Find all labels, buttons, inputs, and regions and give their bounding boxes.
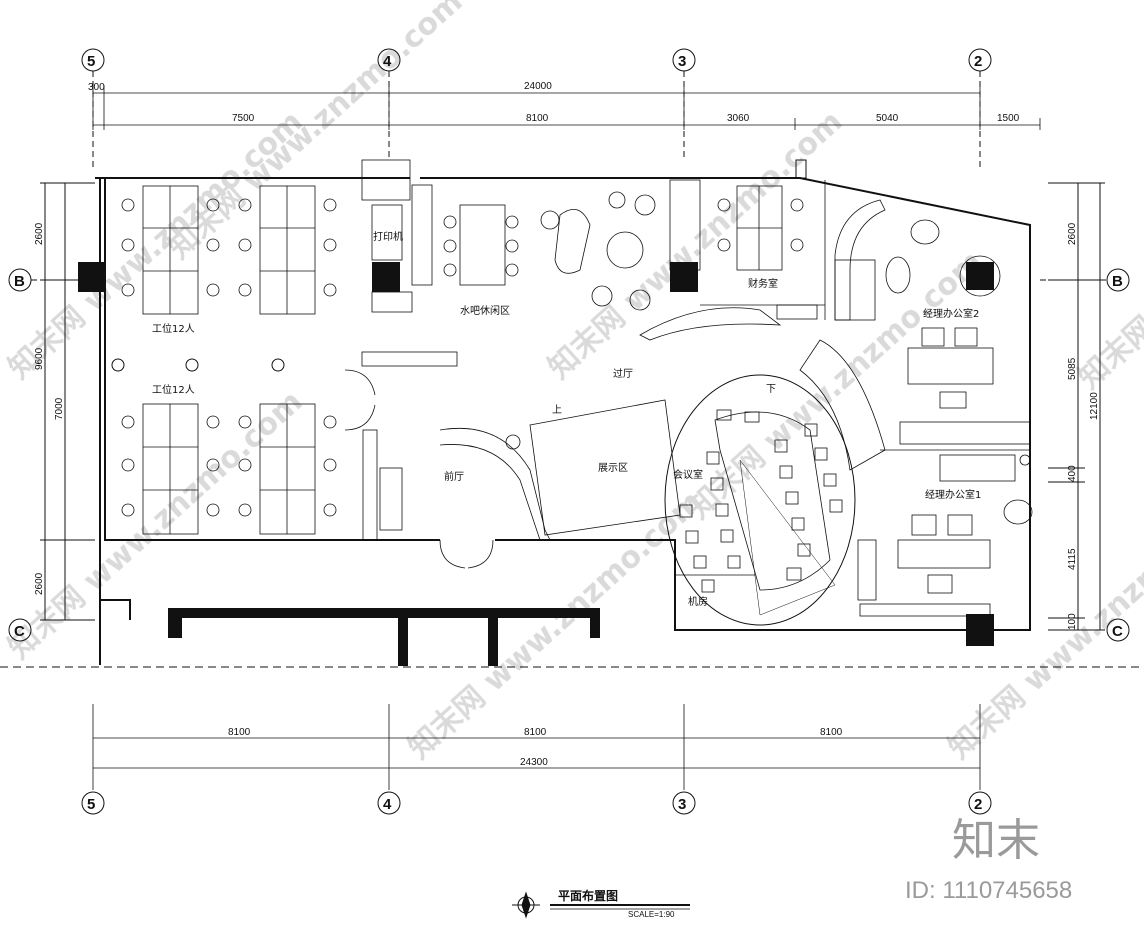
axis-label-bottom: 2 [974, 796, 982, 813]
dimension-top-offset: 300 [88, 82, 105, 93]
printer-area [361, 159, 458, 367]
room-label-finance: 财务室 [748, 277, 778, 290]
room-label-manager-office-1: 经理办公室1 [925, 488, 981, 501]
watermark-text: 知末网 www.znzmo.com [402, 484, 709, 766]
stair-label-down: 下 [766, 384, 776, 395]
dimension-left-total: 9600 [34, 347, 45, 370]
column [670, 262, 698, 292]
finance-room [669, 179, 826, 320]
room-label-printer: 打印机 [373, 230, 403, 243]
room-label-manager-office-2: 经理办公室2 [923, 307, 979, 320]
bottom-dimension-lines [92, 704, 981, 790]
axis-label-right: C [1112, 623, 1123, 640]
manager-office-2 [834, 199, 1031, 445]
dimension-bottom-span: 8100 [524, 727, 547, 738]
dimension-top-span: 5040 [876, 113, 899, 124]
bottom-axis-markers [81, 791, 992, 815]
axis-label-bottom: 3 [678, 796, 686, 813]
dimension-right-span: 400 [1067, 465, 1078, 482]
dimension-top-span: 3060 [727, 113, 750, 124]
dimension-top-total: 24000 [524, 81, 552, 92]
watermark-text: 知末网 www.znzmo.com [2, 104, 309, 386]
axis-label-bottom: 4 [383, 796, 392, 813]
axis-label-left: B [14, 273, 25, 290]
dimension-right-total: 12100 [1089, 392, 1100, 420]
meeting-chairs [679, 409, 843, 593]
room-label-exhibition: 展示区 [598, 462, 628, 474]
column [372, 262, 400, 292]
stair-label-up: 上 [552, 404, 562, 416]
room-label-corridor: 过厅 [613, 367, 633, 380]
watermark-text: 知末网 www.znzmo.com [2, 384, 309, 666]
dimension-left-span: 7000 [54, 397, 65, 420]
manager-office-1 [857, 449, 1033, 617]
axis-label-left: C [14, 623, 25, 640]
watermark-text: 知末网 www.znzmo.com [1072, 114, 1144, 396]
lower-wall-strip [168, 608, 600, 666]
drawing-title: 平面布置图 [558, 888, 618, 903]
brand-id: ID: 1110745658 [905, 877, 1072, 904]
dimension-left-span: 2600 [34, 222, 45, 245]
dimension-bottom-total: 24300 [520, 757, 548, 768]
column [795, 159, 807, 179]
dimension-bottom-span: 8100 [228, 727, 251, 738]
dimension-right-span: 2600 [1067, 222, 1078, 245]
workstation-cluster-south [121, 403, 337, 535]
exterior-walls [95, 177, 1031, 665]
meeting-room [664, 339, 886, 626]
axis-label-top: 3 [678, 53, 686, 70]
dimension-bottom-span: 8100 [820, 727, 843, 738]
column [966, 614, 994, 646]
right-axis-markers [1040, 182, 1130, 642]
room-label-server: 机房 [688, 595, 708, 608]
dimension-left-span: 2600 [34, 572, 45, 595]
axis-label-bottom: 5 [87, 796, 95, 813]
water-bar-furniture [443, 191, 656, 311]
room-label-lobby: 前厅 [444, 470, 464, 483]
north-arrow-icon [512, 891, 540, 919]
axis-label-top: 2 [974, 53, 982, 70]
top-axis-markers [81, 48, 992, 170]
column [966, 262, 994, 290]
axis-label-top: 5 [87, 53, 95, 70]
left-axis-markers [0, 182, 1144, 668]
watermark-text: 知末网 www.znzmo.com [162, 0, 469, 266]
drawing-scale: SCALE=1:90 [628, 910, 675, 919]
workstation-cluster-north [121, 185, 337, 315]
room-label-workstation-south: 工位12人 [152, 383, 195, 396]
room-label-workstation-north: 工位12人 [152, 322, 195, 335]
column [78, 262, 104, 292]
top-dimension-lines [92, 85, 1041, 130]
axis-label-top: 4 [383, 53, 392, 70]
room-label-meeting: 会议室 [673, 468, 703, 481]
title-block: 平面布置图 SCALE=1:90 [512, 888, 690, 919]
watermark-layer: 知末网 www.znzmo.com 知末网 www.znzmo.com 知末网 … [2, 0, 1144, 766]
brand-logo: 知末 [952, 815, 1040, 866]
lamp-symbols [111, 358, 285, 372]
dimension-top-span: 8100 [526, 113, 549, 124]
dimension-top-span: 1500 [997, 113, 1020, 124]
axis-label-right: B [1112, 273, 1123, 290]
dimension-right-span: 5085 [1067, 357, 1078, 380]
dimension-right-span: 100 [1067, 613, 1078, 630]
room-label-water-bar: 水吧休闲区 [460, 304, 510, 317]
dimension-top-span: 7500 [232, 113, 255, 124]
dimension-right-span: 4115 [1067, 548, 1078, 570]
